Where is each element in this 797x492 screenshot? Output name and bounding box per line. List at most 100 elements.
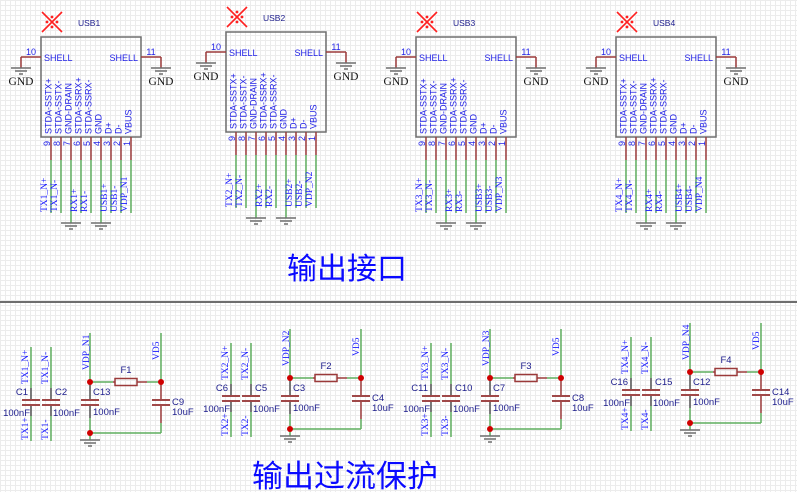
pin-name: GND-DRAIN (249, 78, 259, 129)
usb-connector[interactable]: USB3GND10SHELLGND11SHELLSTDA-SSTX+9TX3_N… (384, 11, 549, 230)
capacitor-designator: C15 (655, 377, 672, 388)
ground-icon (61, 222, 81, 230)
fuse[interactable]: F4 (690, 355, 761, 377)
capacitor-plates-icon (681, 389, 699, 396)
ground-icon (91, 222, 111, 230)
net-label: TX1_N+ (40, 178, 50, 212)
net-label: TX1_N- (41, 352, 51, 384)
pin-name: D- (489, 125, 499, 135)
usb-connector[interactable]: USB1GND10SHELLGND11SHELLSTDA-SSTX+9TX1_N… (9, 11, 174, 230)
net-label: TX4- (641, 409, 651, 430)
capacitor-value: 100nF (53, 408, 80, 419)
ground-icon (336, 62, 356, 70)
junction-dot (687, 420, 693, 426)
shell-right-pin-name: SHELL (109, 53, 138, 63)
pin-number: 8 (52, 141, 62, 146)
net-label: RX3+ (445, 189, 455, 212)
capacitor-designator: C2 (55, 387, 67, 398)
shell-left-pin-name: SHELL (619, 53, 648, 63)
pin-name: STDA-SSRX+ (259, 72, 269, 129)
net-label: TX4_N- (641, 342, 651, 374)
shell-left-pin-number: 10 (26, 47, 36, 57)
connector-designator: USB4 (653, 18, 675, 28)
capacitor-plates-icon (752, 389, 770, 396)
fuse[interactable]: F3 (490, 361, 561, 383)
capacitor-value: 100nF (253, 404, 280, 415)
pin-number: 4 (92, 141, 102, 146)
capacitor-designator: C8 (572, 393, 584, 404)
capacitor-value: 100nF (603, 398, 630, 409)
net-label: VDP_N3 (482, 330, 492, 366)
no-erc-dot (420, 20, 424, 24)
usb-connector[interactable]: USB2GND10SHELLGND11SHELLSTDA-SSTX+9TX2_N… (194, 6, 359, 225)
capacitor-plates-icon (222, 395, 240, 402)
pin-name: GND-DRAIN (439, 83, 449, 134)
net-label: TX1_N+ (21, 350, 31, 384)
fuse[interactable]: F2 (290, 361, 361, 383)
fuse[interactable]: F1 (90, 365, 161, 387)
no-erc-dot (630, 20, 634, 24)
pin-number: 8 (237, 136, 247, 141)
ground-icon (636, 222, 656, 230)
ground-icon (151, 67, 171, 75)
usb-connector[interactable]: USB4GND10SHELLGND11SHELLSTDA-SSTX+9TX4_N… (584, 11, 749, 230)
pin-name: STDA-SSTX- (54, 80, 64, 134)
no-erc-dot (620, 20, 624, 24)
no-erc-dot (625, 25, 629, 29)
pin-name: D- (114, 125, 124, 135)
